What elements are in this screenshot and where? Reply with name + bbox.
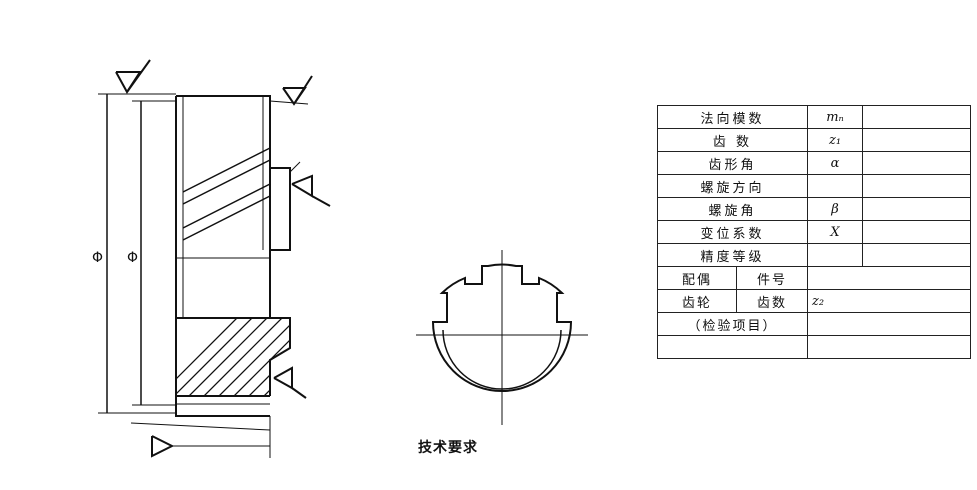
- param-label: 变位系数: [657, 220, 808, 244]
- param-symbol: [807, 243, 863, 267]
- table-row: 齿形角 α: [657, 151, 971, 175]
- inspection-label: （检验项目）: [657, 312, 808, 336]
- mating-group-top-label: 配偶: [657, 266, 737, 290]
- table-row: 变位系数 X: [657, 220, 971, 244]
- roughness-symbol-hub: [289, 161, 331, 207]
- table-row: 法向模数 mₙ: [657, 105, 971, 129]
- param-label: 齿 数: [657, 128, 808, 152]
- param-symbol: X: [807, 220, 863, 244]
- roughness-symbol-top-right: [282, 75, 313, 106]
- table-row: 螺旋角 β: [657, 197, 971, 221]
- roughness-symbol-bottom: [130, 416, 271, 458]
- mating-teeth-symbol: z₂: [807, 289, 971, 313]
- param-value: [862, 174, 971, 198]
- mating-teeth-label: 齿数: [736, 289, 808, 313]
- inspection-value: [807, 312, 971, 336]
- diameter-symbol-inner: Φ: [127, 250, 138, 266]
- param-value: [862, 105, 971, 129]
- param-value: [862, 243, 971, 267]
- param-value: [862, 197, 971, 221]
- param-label: 精度等级: [657, 243, 808, 267]
- technical-requirements-caption: 技术要求: [418, 440, 478, 456]
- blank-cell: [807, 335, 971, 359]
- table-row: [657, 335, 971, 359]
- gear-parameter-table: 法向模数 mₙ 齿 数 z₁ 齿形角 α 螺旋方向 螺旋角 β 变位系数 X: [657, 105, 971, 359]
- param-value: [862, 128, 971, 152]
- gear-section-view: [98, 93, 309, 417]
- mating-part-no-value: [807, 266, 971, 290]
- roughness-symbol-lower: [273, 366, 307, 399]
- param-symbol: mₙ: [807, 105, 863, 129]
- blank-cell: [657, 335, 808, 359]
- table-row: 配偶 件号: [657, 266, 971, 290]
- table-row: 齿 数 z₁: [657, 128, 971, 152]
- roughness-symbol-top-left: [115, 59, 151, 94]
- param-value: [862, 220, 971, 244]
- table-row: （检验项目）: [657, 312, 971, 336]
- param-symbol: α: [807, 151, 863, 175]
- param-label: 齿形角: [657, 151, 808, 175]
- table-row: 精度等级: [657, 243, 971, 267]
- diameter-symbol-outer: Φ: [92, 250, 103, 266]
- bore-end-view: [416, 250, 588, 425]
- table-row: 螺旋方向: [657, 174, 971, 198]
- mating-group-bottom-label: 齿轮: [657, 289, 737, 313]
- param-symbol: z₁: [807, 128, 863, 152]
- param-symbol: [807, 174, 863, 198]
- param-label: 法向模数: [657, 105, 808, 129]
- param-label: 螺旋方向: [657, 174, 808, 198]
- mating-part-no-label: 件号: [736, 266, 808, 290]
- roughness-symbols: [115, 59, 331, 458]
- table-row: 齿轮 齿数 z₂: [657, 289, 971, 313]
- param-label: 螺旋角: [657, 197, 808, 221]
- param-value: [862, 151, 971, 175]
- param-symbol: β: [807, 197, 863, 221]
